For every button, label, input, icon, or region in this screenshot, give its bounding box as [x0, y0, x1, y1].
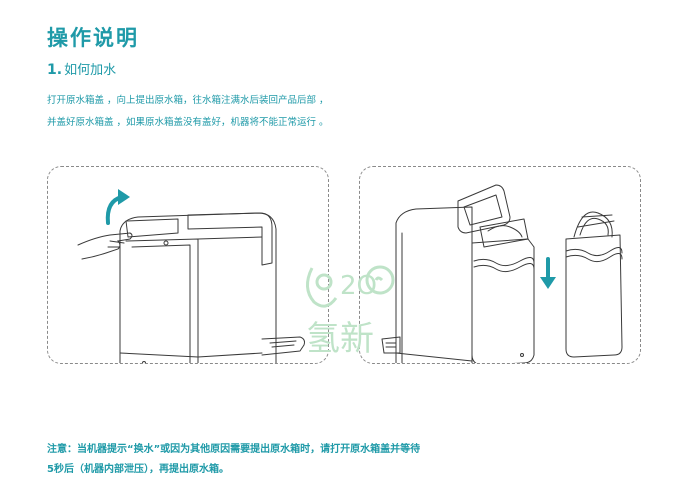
caution-line-2: 5秒后（机器内部泄压），再提出原水箱。 — [47, 464, 229, 475]
illustration-lift-tank — [359, 166, 641, 364]
machine-drawing-left — [77, 189, 305, 363]
watermark-bottom-text: 氢新 — [306, 319, 374, 359]
watermark-top-text: 2O — [340, 271, 377, 301]
step-label: 如何加水 — [64, 63, 117, 78]
down-arrow-icon — [540, 257, 556, 289]
brand-watermark: 2O 氢新 — [306, 265, 395, 359]
hand-icon — [77, 232, 133, 260]
page-title: 操作说明 — [47, 26, 139, 50]
illustration-open-lid — [47, 166, 329, 364]
machine-drawing-right — [381, 184, 623, 363]
step-number: 1. — [47, 62, 63, 78]
caution-note: 注意：当机器提示“换水”或因为其他原因需要提出原水箱时，请打开原水箱盖并等待 5… — [47, 440, 420, 480]
caution-line-1: 注意：当机器提示“换水”或因为其他原因需要提出原水箱时，请打开原水箱盖并等待 — [47, 444, 421, 455]
instruction-line-1: 打开原水箱盖 ，向上提出原水箱，往水箱注满水后装回产品后部 ， — [47, 95, 329, 106]
instruction-text: 打开原水箱盖 ，向上提出原水箱，往水箱注满水后装回产品后部 ， 并盖好原水箱盖 … — [47, 90, 329, 134]
step-heading: 1.如何加水 — [47, 59, 116, 78]
rotate-arrow-head — [118, 189, 130, 205]
instruction-line-2: 并盖好原水箱盖 ，如果原水箱盖没有盖好，机器将不能正常运行 。 — [47, 117, 329, 128]
